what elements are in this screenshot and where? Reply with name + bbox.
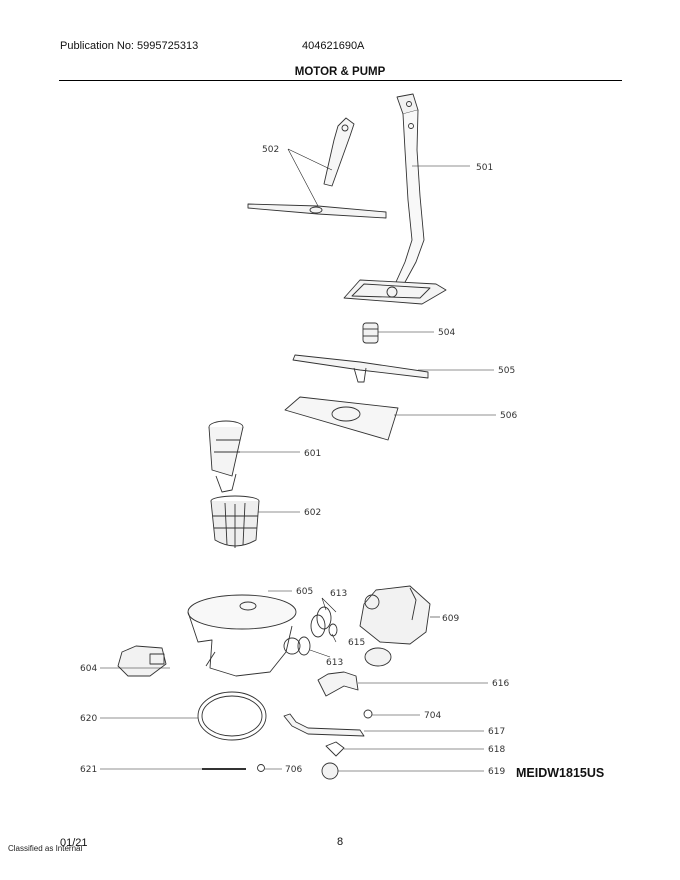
callout-613-lower: 613: [326, 658, 343, 668]
callout-504: 504: [438, 328, 455, 338]
part-502-spray-arm: [247, 117, 387, 219]
callout-706: 706: [285, 765, 302, 775]
part-602-mesh-filter: [210, 495, 260, 548]
section-title: MOTOR & PUMP: [294, 66, 386, 78]
callout-506: 506: [500, 411, 517, 421]
callout-615: 615: [348, 638, 365, 648]
callout-620: 620: [80, 714, 97, 724]
callout-501: 501: [476, 163, 493, 173]
callout-617: 617: [488, 727, 505, 737]
page-number: 8: [336, 836, 344, 848]
part-601-filter-assembly: [208, 420, 244, 493]
callout-605: 605: [296, 587, 313, 597]
callout-601: 601: [304, 449, 321, 459]
callout-613-upper: 613: [330, 589, 347, 599]
part-605-sump: [187, 594, 301, 677]
callout-704: 704: [424, 711, 441, 721]
part-616-hose: [317, 647, 392, 697]
document-number: 404621690A: [302, 40, 365, 52]
part-501-conduit: [343, 93, 447, 305]
part-505-lower-spray-arm: [292, 354, 429, 383]
part-506-filter-plate: [284, 396, 399, 441]
leader-lines: [100, 148, 496, 772]
publication-number: Publication No: 5995725313: [60, 40, 199, 52]
classification-label: Classified as Internal: [8, 844, 83, 853]
callout-616: 616: [492, 679, 509, 689]
callout-604: 604: [80, 664, 97, 674]
part-617-drain-hose: [283, 709, 373, 737]
part-613-615-seals: [297, 606, 338, 656]
callout-502: 502: [262, 145, 279, 155]
model-number: MEIDW1815US: [516, 766, 605, 780]
footer-date: 01/21: [60, 837, 88, 849]
callout-621: 621: [80, 765, 97, 775]
part-small-components: [202, 741, 345, 780]
callout-618: 618: [488, 745, 505, 755]
header-rule: [59, 80, 622, 81]
callout-505: 505: [498, 366, 515, 376]
callout-602: 602: [304, 508, 321, 518]
part-callouts: 501 502 504 505 506 601 602 604 605 609 …: [80, 145, 517, 777]
part-609-pump-motor: [359, 585, 431, 645]
part-504-coupler: [362, 322, 379, 344]
part-604-drain-pump: [117, 645, 167, 677]
callout-609: 609: [442, 614, 459, 624]
part-620-heater: [197, 691, 267, 741]
callout-619: 619: [488, 767, 505, 777]
